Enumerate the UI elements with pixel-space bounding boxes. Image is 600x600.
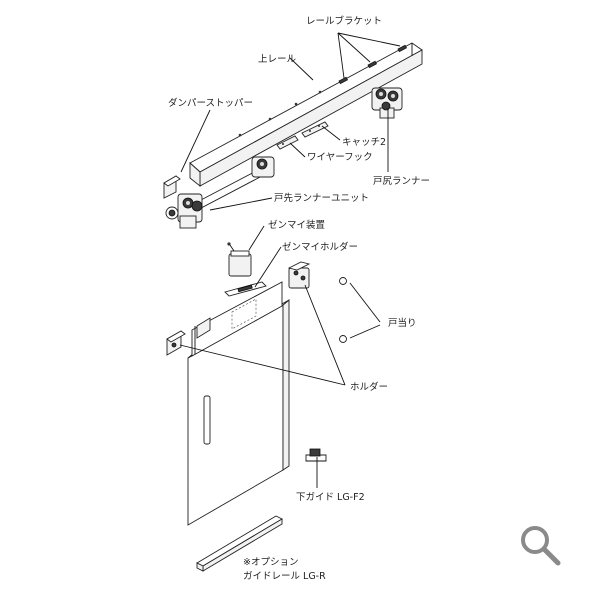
front-runner-unit (165, 156, 275, 229)
label-tail-runner: 戸尻ランナー (373, 176, 430, 187)
label-door-stop: 戸当り (388, 317, 417, 329)
wire-hook (276, 135, 299, 150)
door-panel (187, 281, 290, 526)
leader-lines (179, 32, 401, 488)
label-spring-device: ゼンマイ装置 (268, 219, 325, 231)
label-upper-rail: 上レール (258, 54, 297, 65)
label-wire-hook: ワイヤーフック (307, 152, 373, 163)
holder-right (287, 261, 311, 289)
label-spring-holder: ゼンマイホルダー (282, 241, 358, 253)
upper-rail (189, 42, 423, 187)
tail-runner (371, 87, 403, 119)
label-front-runner-unit: 戸先ランナーユニット (274, 192, 369, 204)
door-stop-parts (339, 277, 347, 343)
damper-stopper (163, 175, 181, 199)
guide-rail (196, 515, 283, 572)
catch-2 (301, 121, 329, 138)
spring-device (227, 242, 252, 277)
label-damper-stopper: ダンパーストッパー (168, 97, 253, 109)
label-option-note: ※オプション (243, 557, 298, 568)
lower-guide (305, 448, 327, 462)
label-catch-2: キャッチ2 (342, 137, 386, 148)
label-guide-rail: ガイドレール LG-R (243, 571, 326, 582)
search-icon (521, 526, 561, 566)
holder-left (166, 330, 186, 356)
zoom-button[interactable] (515, 520, 565, 570)
label-rail-bracket: レールブラケット (306, 15, 382, 27)
label-holder: ホルダー (350, 381, 388, 393)
label-lower-guide: 下ガイド LG-F2 (296, 492, 365, 503)
